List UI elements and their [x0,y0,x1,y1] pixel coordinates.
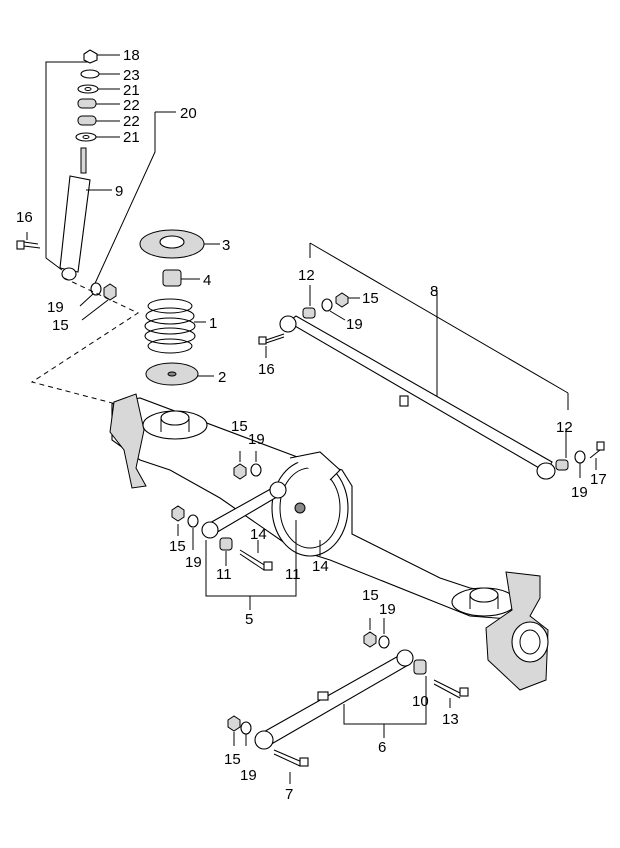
bolt-14 [239,549,273,571]
bushing-11-left [219,537,233,551]
callout-14: 14 [312,558,329,575]
lateral-rod-bush-right [536,462,556,480]
callout-3: 3 [222,237,230,254]
coil-spring-1 [144,298,196,354]
bolt-16-lateral [258,333,285,358]
washer-21-lower [75,132,97,142]
callout-19: 19 [248,431,265,448]
callout-11: 11 [285,566,301,583]
callout-16: 16 [16,209,33,226]
callout-1: 1 [209,315,217,332]
upper-link-bush-right [269,481,287,499]
callout-19: 19 [47,299,64,316]
callout-7: 7 [285,786,293,803]
lateral-rod-bush-left [279,315,297,333]
shock-absorber-group [16,49,176,405]
callout-17: 17 [590,471,607,488]
callout-13: 13 [442,711,459,728]
lateral-rod-8 [287,315,553,473]
callout-19: 19 [346,316,363,333]
shock-lower-eye [61,267,77,281]
washer-19-upper-link [187,514,199,528]
bolt-13 [433,679,469,699]
differential-cover [271,459,349,557]
bolt-16-shock [16,232,41,250]
bushing-12-right [555,459,569,471]
washer-19-lower-b [240,721,252,735]
callout-6: 6 [378,739,386,756]
nut-18 [83,49,98,64]
bolt-7 [273,749,309,767]
bushing-22-upper [77,98,97,109]
bolt-17 [589,441,605,470]
lateral-rod-group [258,242,605,480]
washer-19-lr-left [321,298,333,312]
washer-19-lr-right [574,450,586,464]
callout-21: 21 [123,129,140,146]
callout-15: 15 [362,290,379,307]
callout-4: 4 [203,272,211,289]
callout-15: 15 [362,587,379,604]
callout-19: 19 [379,601,396,618]
axle-housing [109,393,549,691]
nut-23 [80,69,100,79]
callout-15: 15 [231,418,248,435]
nut-15-axle [233,463,247,480]
callout-16: 16 [258,361,275,378]
callout-18: 18 [123,47,140,64]
upper-link-bush-left [201,521,219,539]
shock-absorber-9 [59,175,91,273]
callout-9: 9 [115,183,123,200]
callout-8: 8 [430,283,438,300]
shock-rod [80,147,87,174]
bushing-12-left [302,307,316,319]
callout-14: 14 [250,526,267,543]
callout-20: 20 [180,105,197,122]
callout-11: 11 [216,566,232,583]
nut-15-lower-a [363,631,377,648]
bushing-10 [413,659,427,675]
lower-link-group [227,618,469,784]
nut-15-shock [103,283,117,301]
callout-10: 10 [412,693,429,710]
nut-15-upper-link [171,505,185,522]
washer-21-upper [77,84,99,94]
nut-15-lower-b [227,715,241,732]
washer-19-shock [90,282,102,296]
lower-link-bush-left [254,730,274,750]
callout-19: 19 [185,554,202,571]
callout-15: 15 [224,751,241,768]
washer-19-lower-a [378,635,390,649]
washer-19-axle [250,463,262,477]
spring-group [139,229,220,386]
nut-15-lr-left [335,292,349,308]
callout-15: 15 [52,317,69,334]
callout-12: 12 [556,419,573,436]
upper-link-group [171,451,321,610]
callout-19: 19 [571,484,588,501]
callout-22: 22 [123,113,140,130]
callout-21: 21 [123,82,140,99]
callout-19: 19 [240,767,257,784]
callout-12: 12 [298,267,315,284]
callout-23: 23 [123,67,140,84]
bump-stopper-4 [162,269,182,287]
left-hub [109,393,147,489]
callout-2: 2 [218,369,226,386]
callout-15: 15 [169,538,186,555]
callout-5: 5 [245,611,253,628]
bushing-22-lower [77,115,97,126]
callout-labels: 18 23 21 22 22 21 20 9 16 3 4 19 15 1 2 … [16,47,607,803]
callout-22: 22 [123,97,140,114]
lower-link-bush-right [396,649,414,667]
lower-link-6 [259,653,411,747]
